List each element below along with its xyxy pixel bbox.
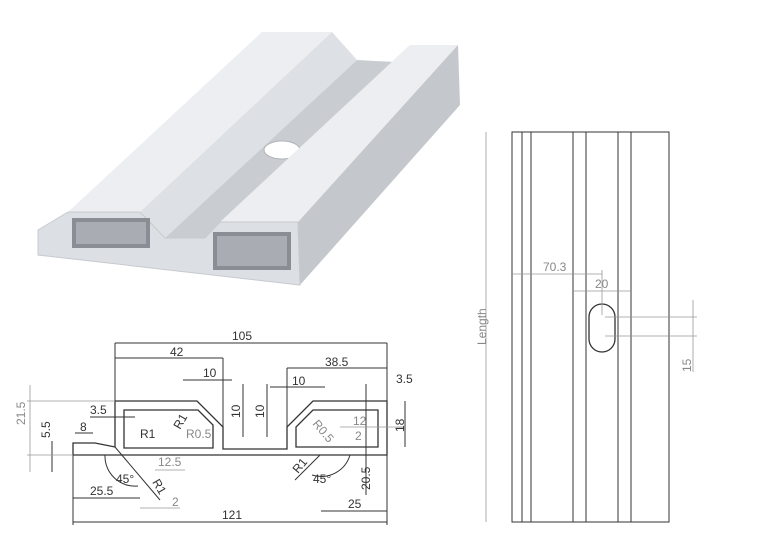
left-hollow-inner [76, 222, 146, 244]
dim-chamfer-left: 10 [203, 366, 217, 380]
dim-hole-offset: 70.3 [543, 260, 567, 274]
radius-r05-b: R0.5 [310, 417, 337, 446]
dim-left-wall: 3.5 [90, 403, 107, 417]
dim-flange-height: 5.5 [39, 421, 53, 438]
profile-outline [72, 400, 388, 456]
dim-box-height: 18 [393, 418, 407, 432]
dim-hole-width: 20 [595, 277, 609, 291]
dim-left-offset: 25.5 [90, 484, 114, 498]
dim-channel-depth-right: 10 [253, 404, 267, 418]
dim-chamfer-right: 10 [292, 374, 306, 388]
radius-r05-a: R0.5 [186, 427, 212, 441]
right-box-side-face [298, 45, 460, 285]
dim-hole-length: 15 [680, 358, 694, 372]
dim-flange-length: 8 [80, 420, 87, 434]
radius-r1-b: R1 [170, 411, 190, 432]
dim-rib-height: 2 [355, 429, 362, 443]
section-view: 105 42 38.5 10 10 3.5 10 10 18 3.5 8 5.5… [14, 329, 413, 525]
dim-right-box: 38.5 [325, 355, 349, 369]
radius-r1-c: R1 [149, 477, 169, 498]
length-label: Length [475, 308, 489, 345]
dim-total-height: 21.5 [14, 401, 28, 425]
angle-left: 45° [116, 472, 134, 486]
top-view-outline [511, 131, 670, 523]
angle-right: 45° [313, 472, 331, 486]
dim-right-height: 20.5 [359, 466, 373, 490]
left-hollow-outline [123, 409, 214, 449]
dim-right-offset: 25 [348, 497, 362, 511]
left-chamfer-face [140, 32, 357, 238]
dim-left-box: 42 [170, 345, 184, 359]
dim-overall-top: 105 [232, 329, 252, 343]
dim-rib-offset: 12.5 [158, 455, 182, 469]
dim-rib-width: 2 [172, 495, 179, 509]
radius-r1-a: R1 [140, 427, 156, 441]
right-box-top-face [220, 45, 458, 222]
right-hollow-inner [217, 236, 287, 266]
top-view: Length 70.3 20 15 [475, 131, 697, 523]
dim-channel-depth-left: 10 [229, 404, 243, 418]
dim-rib-spacing: 12 [353, 414, 367, 428]
profile-3d-render [37, 32, 460, 286]
radius-r1-d: R1 [290, 455, 311, 476]
right-hollow-outline [295, 409, 379, 448]
dim-right-edge: 3.5 [396, 372, 413, 386]
left-box-top-face [68, 32, 332, 212]
dim-overall-width: 121 [222, 508, 242, 522]
